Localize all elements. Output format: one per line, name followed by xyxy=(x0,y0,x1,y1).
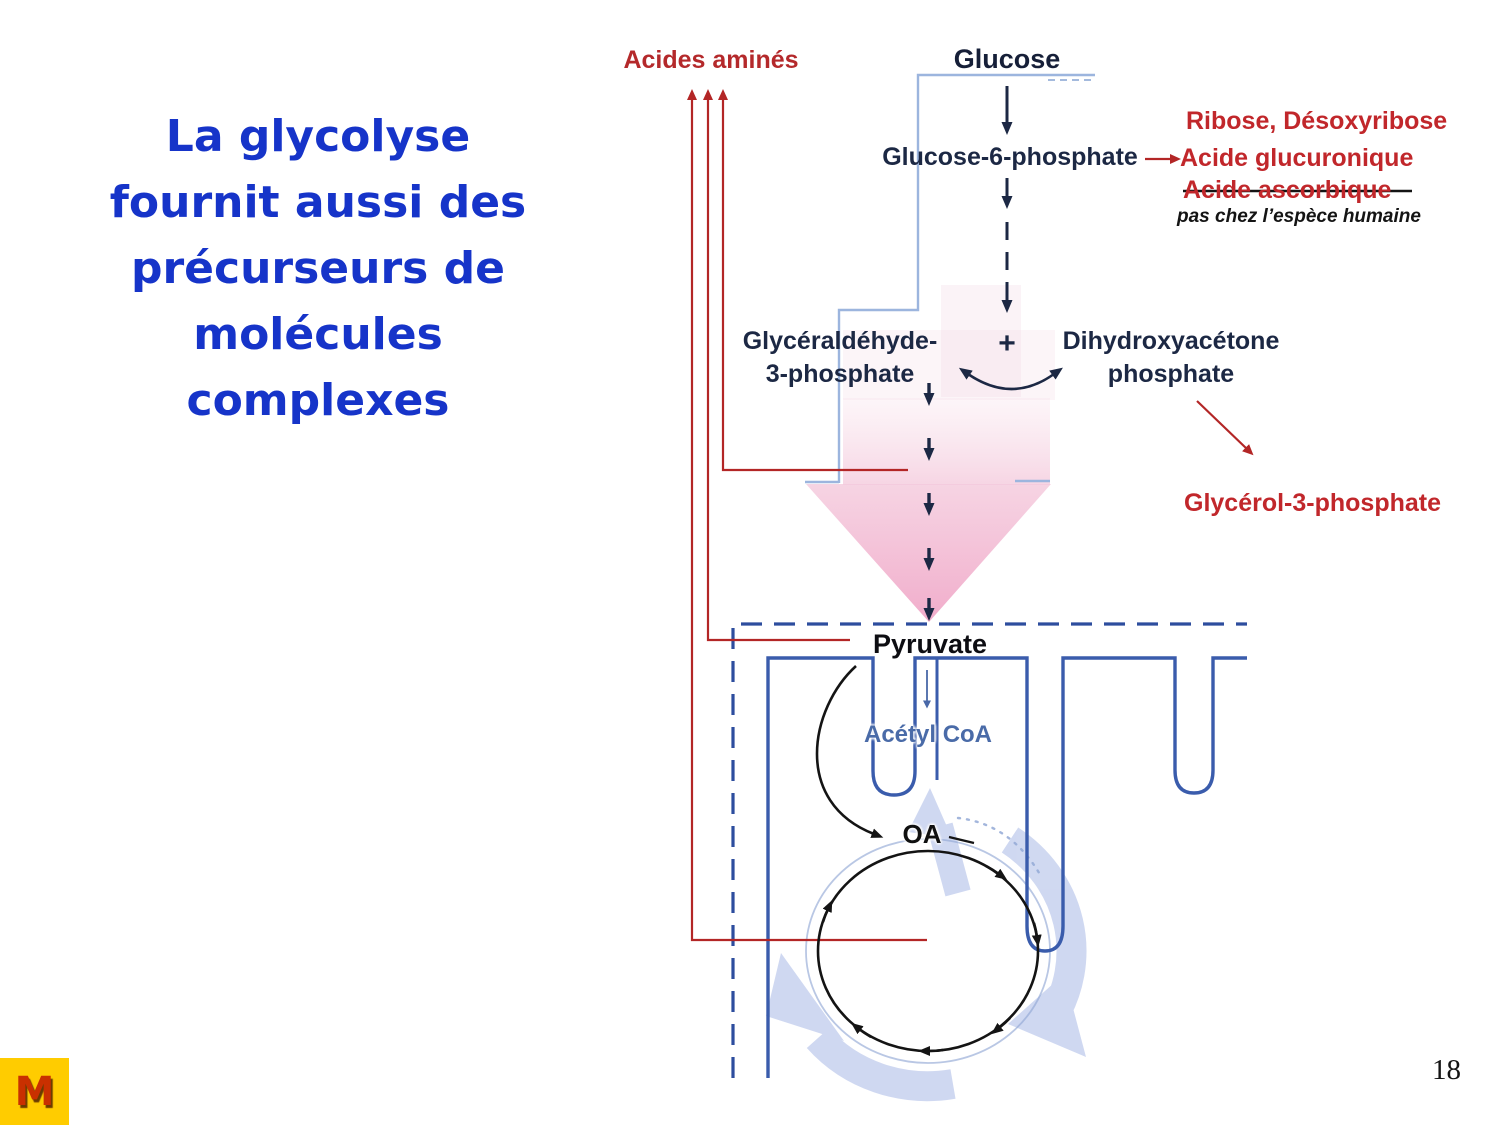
tca-cycle xyxy=(815,189,1412,1056)
mitochondrion-inner-membrane xyxy=(766,656,1247,1078)
label-glycerol-3-phosphate: Glycérol-3-phosphate xyxy=(1184,489,1441,517)
glycolysis-pathway-arrows xyxy=(923,86,1063,709)
g3p-to-amino-acids-arrow xyxy=(718,89,908,472)
dhap-to-glycerol-arrow xyxy=(1196,400,1254,456)
tca-cycle-circle xyxy=(816,849,1040,1053)
label-oxaloacetate: OA xyxy=(902,819,942,849)
label-acetyl-coa: Acétyl CoA xyxy=(863,721,993,748)
oa-right-tick xyxy=(948,835,975,845)
m-logo: M xyxy=(0,1058,69,1125)
m-logo-letter: M xyxy=(14,1068,55,1115)
oa-to-amino-acids-arrow xyxy=(687,89,927,942)
tca-cycle-direction-arrowheads xyxy=(821,864,1042,1056)
label-ribose-desoxyribose: Ribose, Désoxyribose xyxy=(1186,107,1448,135)
pyruvate-to-amino-acids-arrow xyxy=(703,89,850,642)
funnel-outline xyxy=(805,73,1095,484)
label-acide-glucuronique: Acide glucuronique xyxy=(1180,144,1414,172)
label-pyruvate: Pyruvate xyxy=(872,629,988,659)
label-glucose-6-phosphate: Glucose-6-phosphate xyxy=(882,143,1138,171)
label-plus-sign: + xyxy=(998,327,1016,360)
label-acide-ascorbique: Acide ascorbique xyxy=(1183,176,1392,204)
label-glucose: Glucose xyxy=(953,44,1061,74)
label-acides-amines: Acides aminés xyxy=(623,46,799,74)
label-dihydroxyacetone-phosphate: Dihydroxyacétone phosphate xyxy=(1062,327,1280,388)
page-number: 18 xyxy=(1432,1054,1461,1086)
slide-title: La glycolyse fournit aussi des précurseu… xyxy=(109,111,527,426)
red-precursor-arrows xyxy=(687,89,1254,942)
tca-thin-circle xyxy=(805,838,1051,1064)
tca-cycle-swoosh-arrows xyxy=(766,788,1087,1102)
label-glyceraldehyde-3-phosphate: Glycéraldéhyde- 3-phosphate xyxy=(742,327,938,388)
pyruvate-to-oa-curve xyxy=(815,665,884,838)
mitochondrion-outer-membrane xyxy=(731,622,1247,1078)
triose-exchange-arrow xyxy=(958,367,1063,391)
tca-dotted-arc xyxy=(956,816,1044,880)
label-note-ascorbique: pas chez l’espèce humaine xyxy=(1177,206,1421,227)
